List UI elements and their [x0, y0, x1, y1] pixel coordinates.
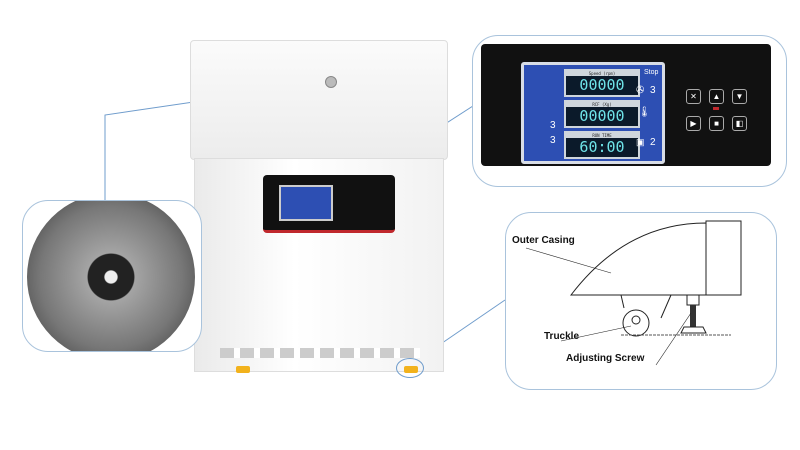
- rotor-icon: [75, 241, 147, 313]
- outer-casing-label: Outer Casing: [512, 235, 575, 246]
- stop-button[interactable]: ■: [709, 116, 724, 131]
- foot: [236, 366, 250, 373]
- left-indicator: 3: [550, 120, 556, 131]
- down-button[interactable]: ▼: [732, 89, 747, 104]
- casing-drawing: [525, 220, 742, 366]
- control-panel: [263, 175, 395, 233]
- settings-button[interactable]: ✕: [686, 89, 701, 104]
- rotor-callout: [22, 200, 202, 352]
- adjusting-screw-label: Adjusting Screw: [566, 353, 645, 364]
- up-button[interactable]: ▲: [709, 89, 724, 104]
- speed-readout: Speed (rpm)00000: [564, 69, 640, 97]
- indicator-led: [713, 107, 719, 110]
- rotor-chamber: [27, 201, 195, 351]
- right-indicator: 3: [650, 85, 656, 96]
- rcf-readout: RCF (Xg)00000: [564, 100, 640, 128]
- speed-label: Speed (rpm): [566, 71, 638, 76]
- vent-grille: [220, 348, 420, 358]
- lid: [190, 40, 448, 160]
- right-indicator: 2: [650, 137, 656, 148]
- centrifuge: [190, 40, 448, 375]
- fan-icon: ✇: [636, 85, 645, 96]
- lid-knob[interactable]: [325, 76, 337, 88]
- foot-highlight: [396, 358, 424, 378]
- rotor-icon: ▣: [636, 137, 645, 147]
- truckle-label: Truckle: [544, 331, 580, 342]
- feet-diagram-callout: Outer Casing Truckle Adjusting Screw: [505, 212, 777, 390]
- start-button[interactable]: ▶: [686, 116, 701, 131]
- status-text: Stop: [644, 69, 659, 76]
- time-value: 60:00: [579, 138, 625, 156]
- rcf-value: 00000: [579, 107, 625, 125]
- open-lid-button[interactable]: ◧: [732, 116, 747, 131]
- time-label: RUN TIME: [566, 133, 638, 138]
- temperature-icon: 🌡: [638, 107, 651, 118]
- left-indicator: 3: [550, 135, 556, 146]
- rcf-label: RCF (Xg): [566, 102, 638, 107]
- speed-value: 00000: [579, 76, 625, 94]
